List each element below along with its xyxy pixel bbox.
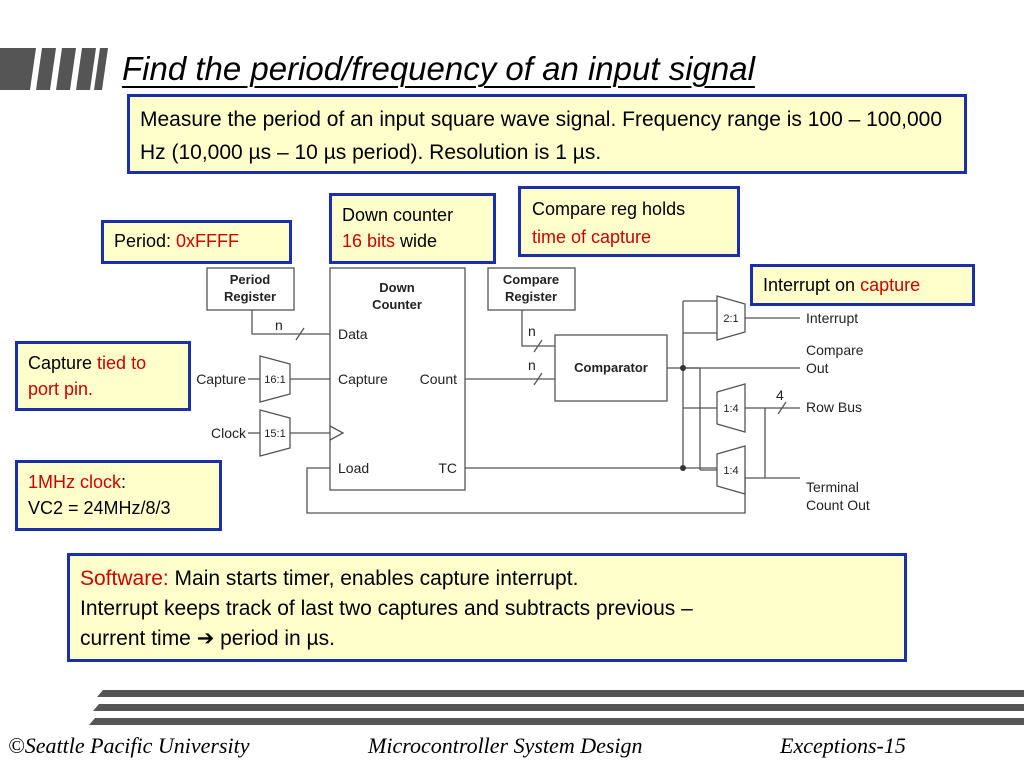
compare-note-line1: Compare reg holds: [532, 199, 686, 219]
input-clock: Clock: [211, 425, 247, 441]
bus-n-count: n: [528, 357, 536, 373]
slide-title: Find the period/frequency of an input si…: [122, 50, 755, 87]
period-note-label: Period:: [114, 231, 177, 251]
clock-note-colon: :: [121, 472, 127, 492]
port-count: Count: [420, 371, 457, 387]
capture-note-label: Capture: [28, 353, 98, 373]
output-terminal2: Count Out: [806, 497, 870, 513]
output-compare-out1: Compare: [806, 342, 864, 358]
footer-slide-number: Exceptions-15: [780, 733, 906, 758]
circuit-diagram: Period Register Compare Register Down Co…: [196, 267, 870, 514]
compare-note-line2: time of capture: [532, 227, 652, 247]
capture-note-value: tied to port pin.: [28, 353, 147, 399]
compare-note: Compare reg holds time of capture: [518, 186, 740, 257]
bus-4-label: 4: [776, 387, 784, 403]
down-counter-note-line1: Down counter: [342, 205, 454, 225]
intro-box: Measure the period of an input square wa…: [127, 94, 967, 174]
comparator-label: Comparator: [574, 360, 648, 375]
period-note: Period: 0xFFFF: [101, 220, 292, 264]
output-row-bus: Row Bus: [806, 399, 862, 415]
input-capture: Capture: [196, 371, 246, 387]
bus-n-data: n: [275, 317, 283, 333]
bus-n-compare: n: [528, 323, 536, 339]
down-counter-note: Down counter 16 bits wide: [329, 193, 496, 264]
footer-course: Microcontroller System Design: [368, 733, 643, 758]
down-counter-label1: Down: [379, 280, 414, 295]
period-register-label1: Period: [230, 272, 271, 287]
port-tc: TC: [438, 460, 457, 476]
intro-text: Measure the period of an input square wa…: [140, 108, 943, 164]
down-counter-label2: Counter: [372, 297, 422, 312]
footer-rule: [0, 688, 1024, 728]
clock-note: 1MHz clock: VC2 = 24MHz/8/3: [15, 460, 222, 531]
clock-note-line2: VC2 = 24MHz/8/3: [28, 498, 171, 518]
port-capture: Capture: [338, 371, 388, 387]
mux-interrupt-label: 2:1: [723, 313, 738, 325]
interrupt-note-label: Interrupt on: [763, 275, 861, 295]
port-load: Load: [338, 460, 369, 476]
software-note-label: Software:: [80, 567, 169, 590]
mux-rowbus-label: 1:4: [723, 403, 738, 415]
port-data: Data: [338, 326, 368, 342]
footer-copyright: ©Seattle Pacific University: [8, 733, 250, 758]
down-counter-note-rest: wide: [395, 231, 438, 251]
down-counter-note-bits: 16 bits: [342, 231, 396, 251]
logo-bars: [0, 44, 110, 94]
period-register-label2: Register: [224, 289, 276, 304]
mux-terminal-label: 1:4: [723, 465, 738, 477]
software-note-line3: current time ➔ period in µs.: [80, 627, 335, 650]
capture-note: Capture tied to port pin.: [15, 341, 191, 411]
mux-clock-label: 15:1: [264, 428, 285, 440]
compare-register-label2: Register: [505, 289, 557, 304]
compare-register-label1: Compare: [503, 272, 559, 287]
software-note-line2: Interrupt keeps track of last two captur…: [80, 597, 693, 620]
output-compare-out2: Out: [806, 360, 829, 376]
period-note-value: 0xFFFF: [176, 231, 240, 251]
software-note-line1: Main starts timer, enables capture inter…: [168, 567, 579, 590]
software-note: Software: Main starts timer, enables cap…: [67, 553, 907, 662]
clock-note-value: 1MHz clock: [28, 472, 122, 492]
output-interrupt: Interrupt: [806, 310, 858, 326]
interrupt-note: Interrupt on capture: [750, 264, 975, 306]
interrupt-note-value: capture: [860, 275, 921, 295]
mux-capture-label: 16:1: [264, 374, 285, 386]
output-terminal1: Terminal: [806, 479, 859, 495]
